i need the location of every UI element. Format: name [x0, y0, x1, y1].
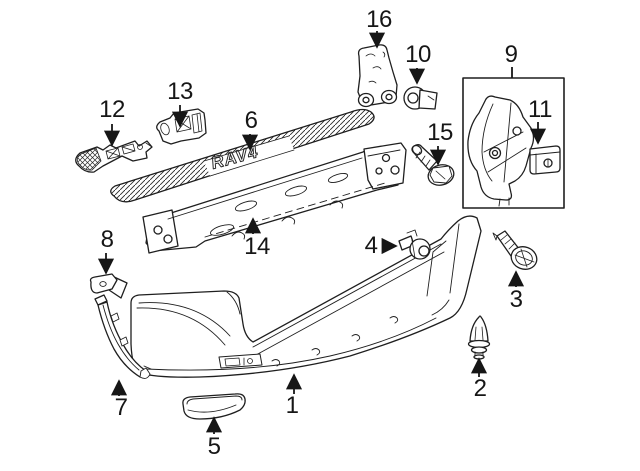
- part-9-side-support-bracket-box: [462, 77, 565, 209]
- part-16-mounting-bracket: [357, 44, 398, 108]
- callout-15[interactable]: 15: [427, 119, 453, 146]
- callout-10[interactable]: 10: [405, 41, 431, 68]
- callout-14[interactable]: 14: [244, 233, 270, 260]
- part-13-side-retainer-bracket: [156, 108, 207, 145]
- part-3-screw: [492, 230, 538, 270]
- part-4-sensor: [398, 229, 431, 260]
- callout-8[interactable]: 8: [100, 226, 114, 253]
- callout-5[interactable]: 5: [207, 433, 221, 460]
- part-8-bracket-clip: [89, 273, 128, 299]
- callout-16[interactable]: 16: [366, 6, 392, 33]
- part-12-side-retainer-bracket: [75, 140, 153, 173]
- callout-13[interactable]: 13: [167, 78, 193, 105]
- callout-12[interactable]: 12: [99, 96, 125, 123]
- callout-arrows: [97, 31, 547, 434]
- callout-3[interactable]: 3: [509, 286, 523, 313]
- part-10-sensor: [403, 86, 438, 110]
- callout-6[interactable]: 6: [244, 107, 258, 134]
- callout-1[interactable]: 1: [285, 392, 299, 419]
- part-15-bolt: [411, 144, 455, 186]
- part-14-reinforcement-bar: [142, 142, 407, 254]
- part-2-push-retainer: [467, 315, 491, 360]
- part-1-bumper-cover: [130, 215, 482, 378]
- callout-2[interactable]: 2: [473, 375, 487, 402]
- part-7-side-extension: [94, 294, 152, 379]
- part-5-lower-pad: [182, 393, 246, 420]
- part-11-clip: [529, 145, 561, 175]
- callout-11[interactable]: 11: [528, 96, 552, 123]
- callout-4[interactable]: 4: [364, 232, 378, 259]
- callout-7[interactable]: 7: [114, 394, 128, 421]
- callout-9[interactable]: 9: [504, 41, 518, 68]
